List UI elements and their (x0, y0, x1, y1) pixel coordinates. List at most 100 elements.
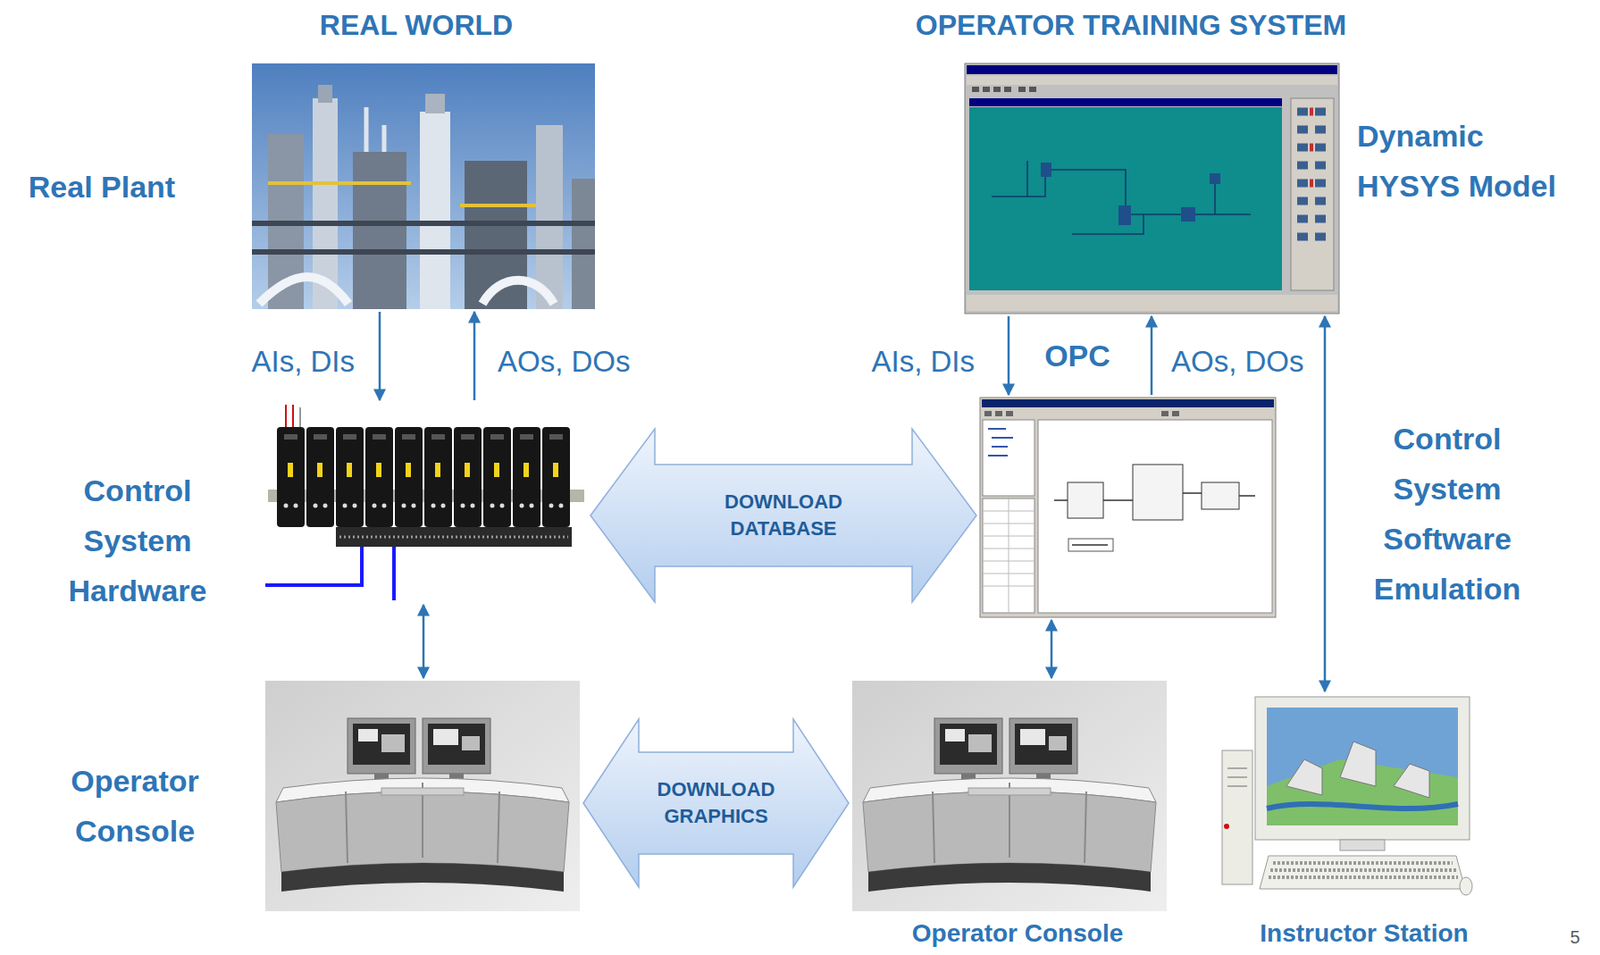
controller-hardware-photo (265, 402, 587, 603)
plant-photo-part (536, 125, 563, 310)
plant-photo-part (352, 151, 407, 310)
controller-hardware-photo-part (512, 427, 541, 528)
controller-hardware-photo-part (392, 546, 396, 601)
signal-label: AOs, DOs (494, 343, 634, 380)
instructor-pc-picture-part (1227, 768, 1248, 787)
signal-arrow (422, 604, 426, 679)
controller-hardware-photo-part (542, 427, 570, 528)
illustrations-part (852, 680, 1167, 912)
plant-photo-part (419, 111, 451, 310)
emulation-screenshot-part (984, 410, 1180, 417)
node-label: Dynamic HYSYS Model (1357, 110, 1576, 211)
hysys-screenshot-part (966, 75, 1338, 85)
plant-photo-part (366, 107, 385, 152)
node-label: Control System Software Emulation (1348, 413, 1546, 614)
controller-hardware-photo-part (306, 427, 335, 528)
controller-hardware-photo-part (453, 427, 482, 528)
hysys-screenshot-part (969, 107, 1282, 291)
signal-label: AOs, DOs (1168, 343, 1307, 380)
controller-hardware-photo-part (335, 527, 572, 547)
emulation-screenshot-part (1068, 538, 1114, 552)
controller-hardware-photo-part (335, 427, 364, 528)
signal-arrow (1323, 316, 1327, 692)
protocol-label: OPC (1044, 337, 1111, 375)
hysys-screenshot-part (969, 98, 1282, 107)
emulation-screenshot-part (982, 419, 1035, 496)
signal-label: AIs, DIs (868, 343, 978, 380)
controller-hardware-photo-part (483, 427, 511, 528)
instructor-pc-picture-part (1222, 750, 1253, 885)
controller-hardware-photo-part (339, 536, 569, 539)
instructor-pc-picture-part (1266, 707, 1458, 826)
plant-photo-part (251, 63, 595, 310)
emulation-screenshot-part (1132, 464, 1183, 520)
node-label: Real Plant (8, 161, 196, 212)
hysys-screenshot-part (1118, 205, 1131, 226)
picture-node: Real Plant (251, 63, 595, 310)
plant-photo-part (251, 223, 595, 252)
instructor-pc-picture-part (1459, 877, 1473, 896)
hysys-screenshot-part (1209, 173, 1221, 185)
emulation-screenshot-part (1054, 493, 1256, 545)
instructor-pc-picture-part (1259, 855, 1466, 889)
emulation-screenshot-part (982, 498, 1035, 613)
block-arrow (590, 428, 977, 603)
controller-hardware-photo-part (394, 427, 423, 528)
instructor-pc-picture-part (1340, 839, 1385, 851)
hysys-screenshot-part (1290, 98, 1334, 291)
hysys-screenshot-part (971, 86, 1037, 93)
plant-photo-part (425, 93, 445, 114)
hysys-screenshot-part (1040, 162, 1052, 177)
node-label: Operator Console (883, 918, 1152, 949)
instructor-pc-picture-part (1223, 823, 1230, 830)
signal-arrow (378, 311, 382, 401)
emulation-screenshot-part (988, 428, 1014, 456)
instructor-pc-picture-part (1266, 804, 1458, 809)
emulation-screenshot-part (1201, 482, 1240, 510)
hysys-screenshot (964, 63, 1340, 314)
arrow-label: DOWNLOAD DATABASE (707, 488, 860, 542)
instructor-pc-picture-part (1255, 696, 1470, 840)
illustrations-part (265, 680, 580, 912)
emulation-screenshot (980, 397, 1276, 618)
controller-hardware-photo-part (299, 407, 302, 428)
plant-photo-part (318, 84, 333, 103)
picture-node: Dynamic HYSYS Model (964, 63, 1340, 314)
signal-arrow (1150, 316, 1154, 395)
emulation-screenshot-part (982, 498, 1035, 613)
instructor-pc-picture-part (1286, 741, 1430, 798)
node-label: Instructor Station (1230, 918, 1499, 949)
block-arrow (583, 719, 849, 888)
hysys-screenshot-part (1181, 207, 1196, 222)
arrow-label: DOWNLOAD GRAPHICS (645, 776, 788, 830)
controller-hardware-photo-part (285, 404, 294, 428)
signal-arrow (473, 311, 477, 401)
hysys-screenshot-part (966, 65, 1338, 75)
plant-photo-part (268, 183, 537, 206)
hysys-screenshot-part (1309, 111, 1314, 184)
picture-node: Operator Console (265, 680, 580, 912)
emulation-screenshot-part (1038, 419, 1273, 613)
hysys-screenshot-part (966, 294, 1338, 311)
emulation-screenshot-part (1067, 482, 1104, 519)
controller-hardware-photo-part (265, 402, 587, 603)
emulation-screenshot-part (981, 399, 1274, 408)
instructor-pc-picture (1222, 696, 1473, 896)
node-label: Control System Hardware (48, 465, 227, 616)
plant-photo (251, 63, 595, 310)
controller-hardware-photo-part (276, 427, 305, 528)
column-heading: OPERATOR TRAINING SYSTEM (915, 8, 1347, 42)
hysys-screenshot-part (1297, 111, 1326, 237)
page-number: 5 (1569, 926, 1580, 948)
controller-hardware-photo-part (365, 427, 394, 528)
emulation-screenshot-part (980, 397, 1276, 618)
hysys-screenshot-part (991, 160, 1251, 235)
controller-hardware-photo-part (424, 427, 453, 528)
picture-node: Instructor Station (1219, 694, 1475, 898)
hysys-screenshot-part (964, 63, 1340, 314)
node-label: Operator Console (45, 755, 225, 856)
signal-arrow (1007, 316, 1011, 395)
controller-hardware-photo-part (265, 546, 362, 586)
signal-label: AIs, DIs (248, 343, 358, 380)
